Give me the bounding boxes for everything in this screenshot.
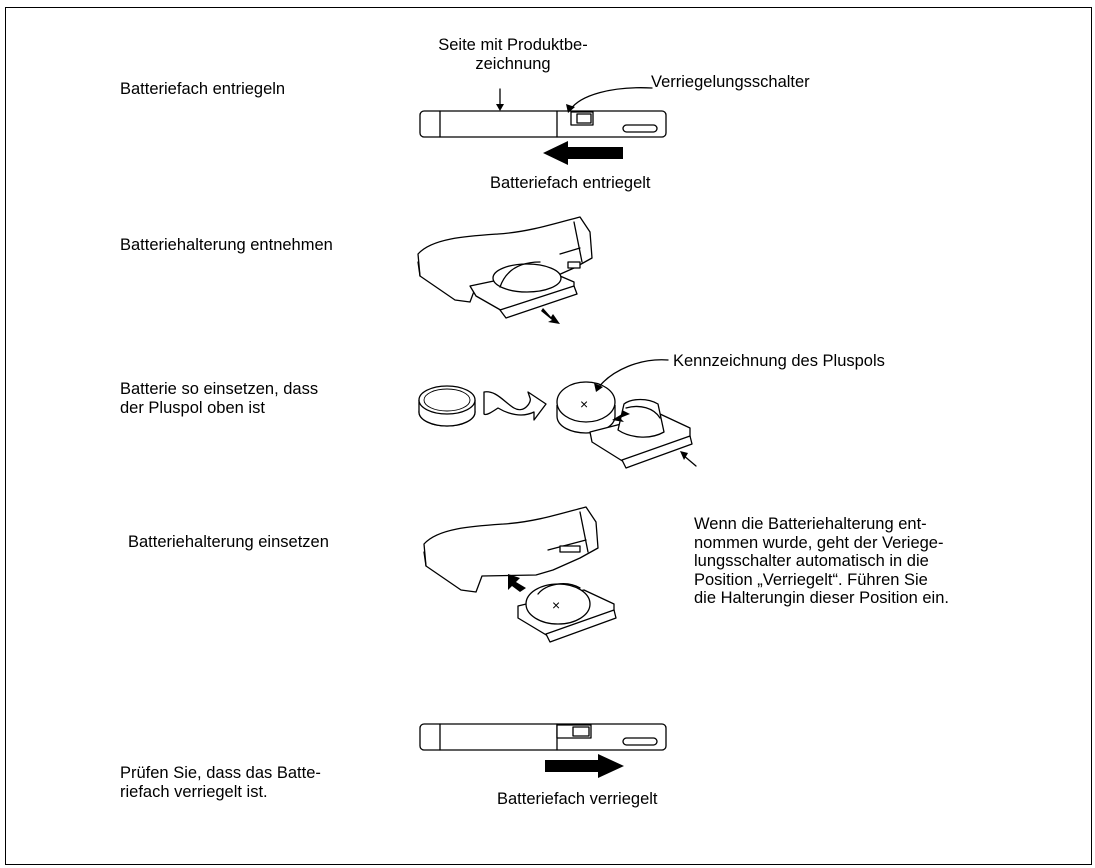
step-unlock-label: Batteriefach entriegeln <box>120 80 286 98</box>
coin-battery-plus-icon: × <box>556 359 669 434</box>
device-side-view-locked-icon <box>419 723 667 751</box>
rotate-arrow-icon <box>483 391 547 421</box>
step-insert-battery-label: Batterie so einsetzen, dass der Pluspol … <box>120 380 319 417</box>
svg-text:×: × <box>580 396 588 412</box>
coin-battery-icon <box>418 385 476 427</box>
step-remove-holder-label: Batteriehalterung entnehmen <box>120 236 333 254</box>
unlocked-callout: Batteriefach entriegelt <box>490 174 651 192</box>
plus-mark-callout: Kennzeichnung des Pluspols <box>673 352 885 370</box>
device-remove-holder-icon <box>417 216 593 324</box>
arrow-right-icon <box>545 754 624 778</box>
step-insert-holder-label: Batteriehalterung einsetzen <box>128 533 329 551</box>
step-check-locked-label: Prüfen Sie, dass das Batte- riefach verr… <box>120 764 321 801</box>
arrow-left-icon <box>543 141 623 165</box>
product-side-callout: Seite mit Produktbe- zeichnung <box>438 36 588 73</box>
figure-frame <box>5 7 1092 865</box>
note-text: Wenn die Batteriehalterung ent- nommen w… <box>694 515 949 607</box>
battery-holder-insert-icon: × <box>517 583 617 643</box>
locked-callout: Batteriefach verriegelt <box>497 790 658 808</box>
lock-switch-callout: Verriegelungsschalter <box>651 73 810 91</box>
svg-text:×: × <box>552 597 560 613</box>
battery-holder-icon <box>589 398 697 469</box>
device-side-view-icon <box>419 87 667 138</box>
device-insert-holder-icon <box>423 506 599 593</box>
